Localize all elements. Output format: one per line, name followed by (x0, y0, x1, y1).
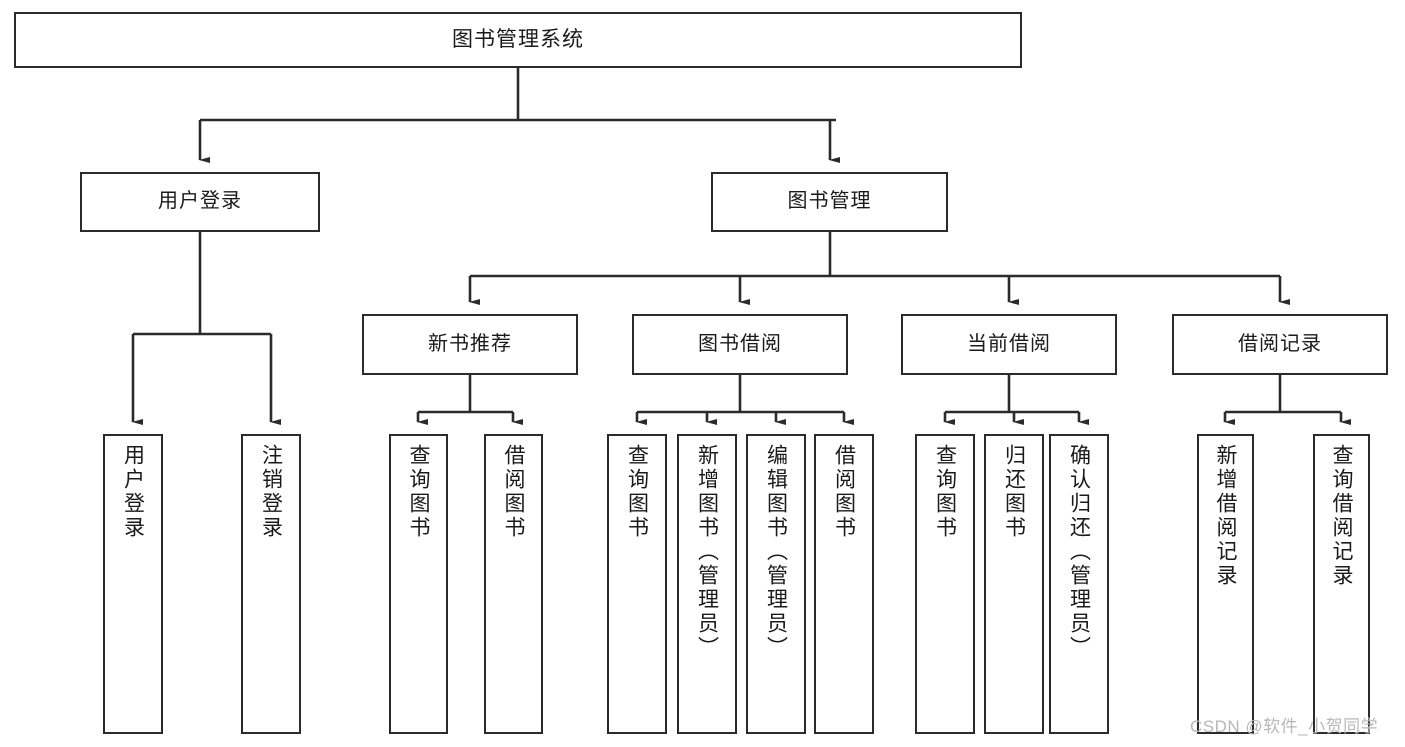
node-book-borrow[interactable]: 图书借阅 (632, 314, 848, 375)
node-leaf-confirm-return-label: 确认归还（管理员） (1067, 444, 1091, 660)
node-leaf-return-book[interactable]: 归还图书 (984, 434, 1044, 734)
node-root[interactable]: 图书管理系统 (14, 12, 1022, 68)
node-leaf-logout-label: 注销登录 (259, 444, 283, 540)
node-user-login-label: 用户登录 (158, 190, 242, 213)
node-leaf-logout[interactable]: 注销登录 (241, 434, 301, 734)
node-borrow-record-label: 借阅记录 (1238, 332, 1322, 355)
node-leaf-confirm-return[interactable]: 确认归还（管理员） (1049, 434, 1109, 734)
node-book-manage-label: 图书管理 (787, 190, 872, 213)
node-user-login[interactable]: 用户登录 (80, 172, 320, 232)
node-new-book-rec[interactable]: 新书推荐 (362, 314, 578, 375)
node-leaf-borrow-book-1[interactable]: 借阅图书 (484, 434, 543, 734)
node-book-borrow-label: 图书借阅 (698, 332, 782, 355)
node-leaf-query-book-1-label: 查询图书 (407, 444, 430, 540)
node-book-manage[interactable]: 图书管理 (711, 172, 948, 232)
node-root-label: 图书管理系统 (452, 27, 584, 51)
node-leaf-query-book-1[interactable]: 查询图书 (389, 434, 448, 734)
node-current-borrow-label: 当前借阅 (967, 332, 1051, 355)
node-leaf-user-login[interactable]: 用户登录 (103, 434, 163, 734)
node-borrow-record[interactable]: 借阅记录 (1172, 314, 1388, 375)
node-leaf-add-record-label: 新增借阅记录 (1214, 444, 1237, 588)
node-leaf-borrow-book-2-label: 借阅图书 (832, 444, 856, 540)
node-leaf-query-book-3-label: 查询图书 (933, 444, 957, 540)
node-leaf-borrow-book-2[interactable]: 借阅图书 (814, 434, 874, 734)
node-leaf-add-book[interactable]: 新增图书（管理员） (677, 434, 737, 734)
node-leaf-query-book-3[interactable]: 查询图书 (915, 434, 975, 734)
node-leaf-query-book-2[interactable]: 查询图书 (607, 434, 667, 734)
node-leaf-user-login-label: 用户登录 (121, 444, 145, 540)
node-leaf-query-record-label: 查询借阅记录 (1330, 444, 1353, 588)
node-current-borrow[interactable]: 当前借阅 (901, 314, 1117, 375)
node-leaf-return-book-label: 归还图书 (1002, 444, 1026, 540)
node-new-book-rec-label: 新书推荐 (428, 332, 512, 355)
node-leaf-edit-book-label: 编辑图书（管理员） (764, 444, 788, 660)
node-leaf-add-record[interactable]: 新增借阅记录 (1197, 434, 1254, 734)
node-leaf-edit-book[interactable]: 编辑图书（管理员） (746, 434, 806, 734)
node-leaf-query-book-2-label: 查询图书 (625, 444, 649, 540)
watermark: CSDN @软件_小贺同学 (1190, 717, 1379, 736)
node-leaf-query-record[interactable]: 查询借阅记录 (1313, 434, 1370, 734)
node-leaf-borrow-book-1-label: 借阅图书 (502, 444, 525, 540)
node-leaf-add-book-label: 新增图书（管理员） (695, 444, 719, 660)
